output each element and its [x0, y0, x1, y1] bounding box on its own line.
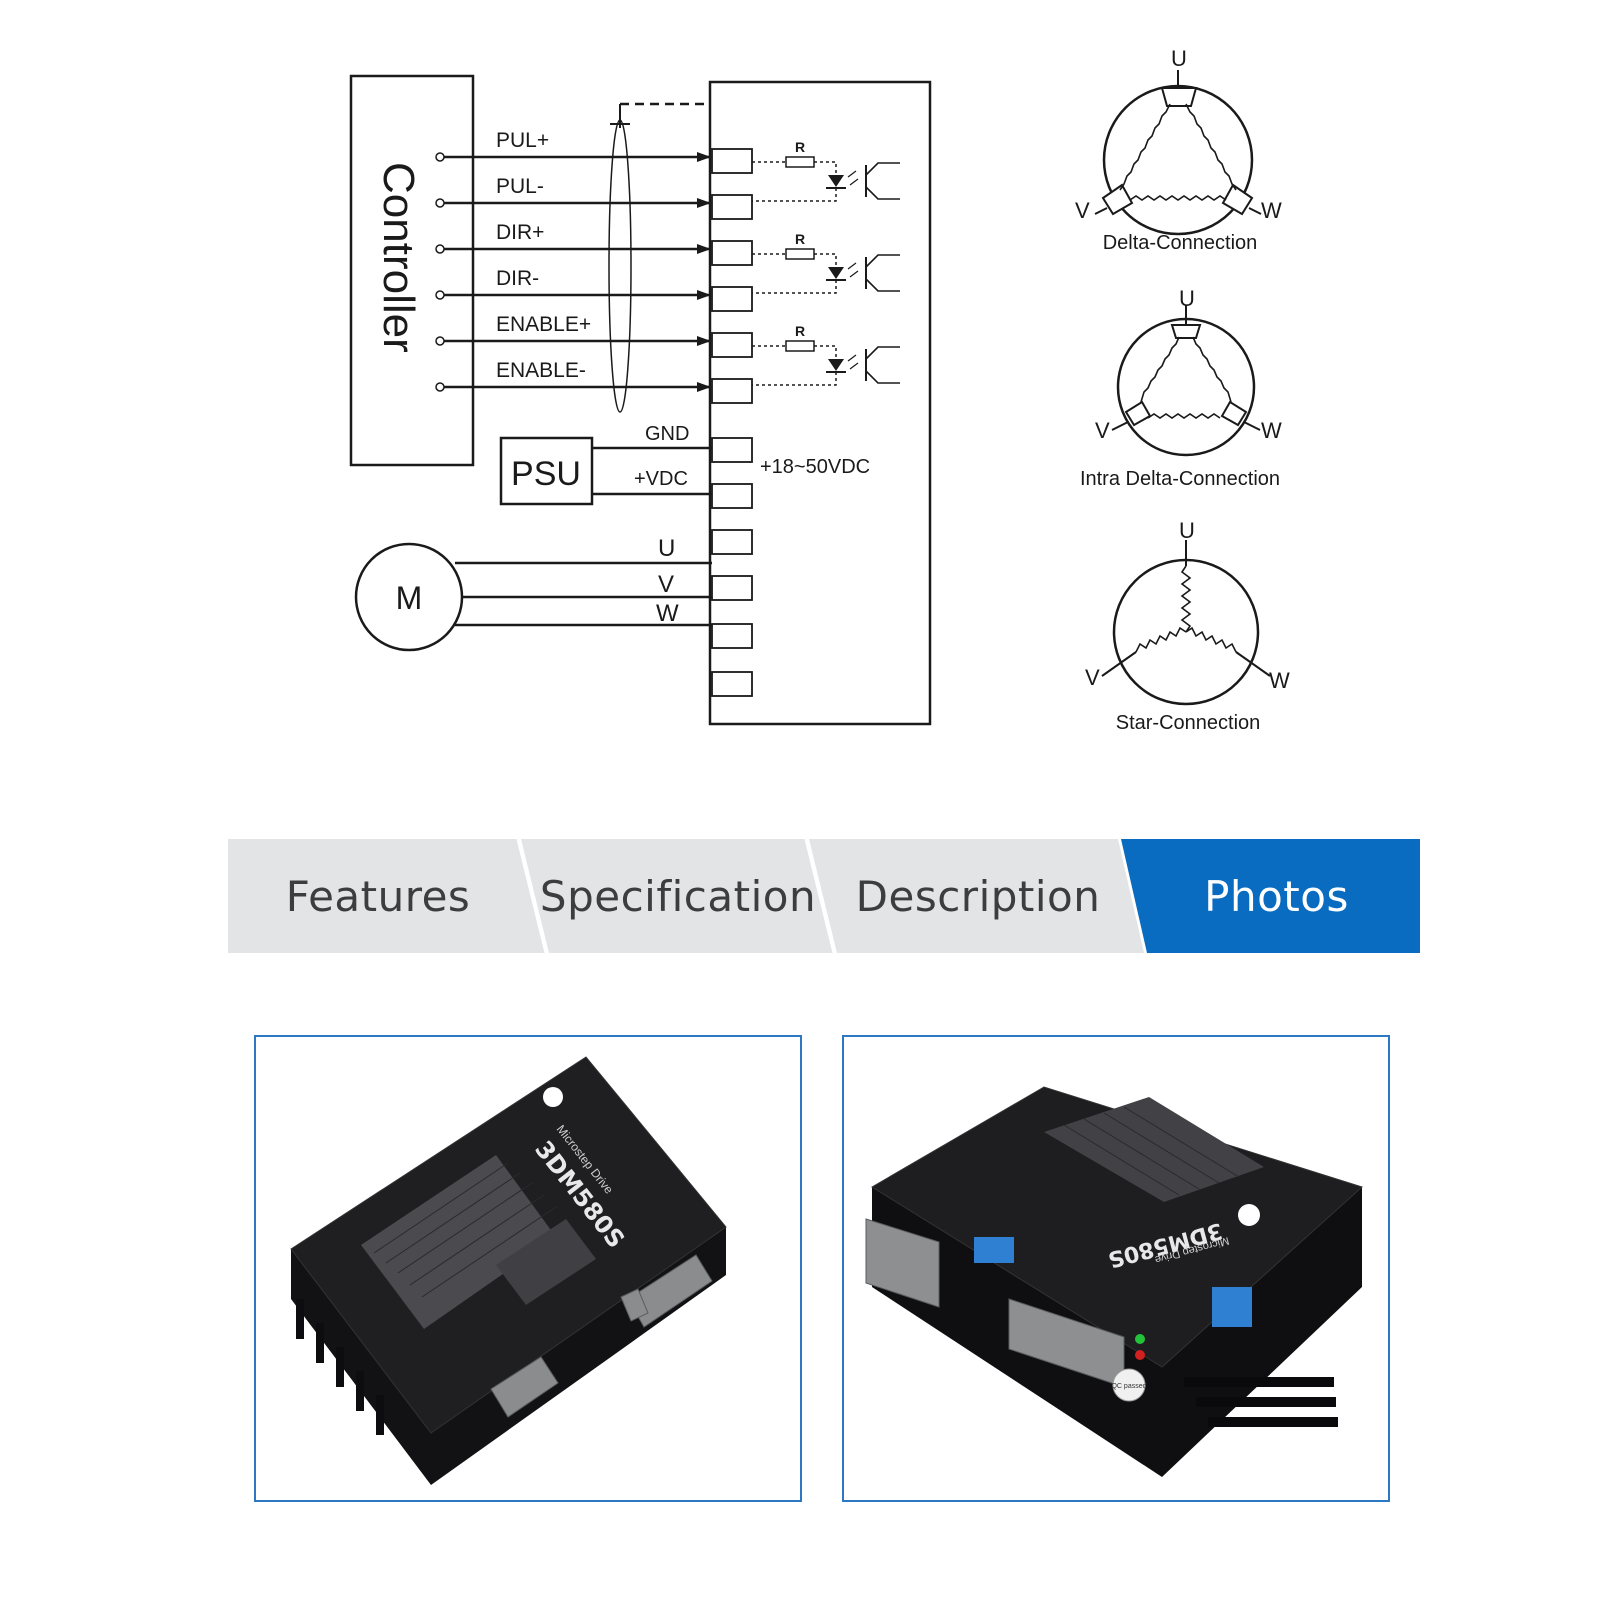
driver-terminal	[711, 437, 753, 463]
star-coil-w	[1185, 626, 1237, 653]
tab-description[interactable]: Description	[828, 839, 1128, 953]
intra-v-label: V	[1095, 418, 1110, 443]
signal-terminal-dot	[435, 152, 445, 162]
resistor-label: R	[795, 231, 805, 247]
tab-bar: Features Specification Description Photo…	[228, 839, 1420, 953]
led-icon	[828, 267, 844, 279]
star-coil-v	[1135, 626, 1187, 653]
tab-photos-label: Photos	[1204, 871, 1349, 921]
psu-voltage-range: +18~50VDC	[760, 456, 870, 478]
tab-bg-specification	[521, 839, 834, 953]
driver-terminal	[711, 286, 753, 312]
tab-bar-background	[228, 839, 1420, 953]
tab-specification-label: Specification	[539, 871, 817, 921]
driver-terminal	[711, 194, 753, 220]
intra-coil-bottom	[1147, 413, 1221, 419]
delta-u-label: U	[1171, 46, 1187, 71]
delta-coil-right	[1185, 103, 1237, 191]
photo-2-badge: QC passed	[1111, 1383, 1146, 1390]
signal-label: DIR-	[496, 267, 539, 290]
driver-terminal	[711, 148, 753, 174]
signal-label: PUL+	[496, 129, 549, 152]
resistor	[785, 248, 815, 260]
signal-label: ENABLE-	[496, 359, 586, 382]
controller-title: Controller	[374, 162, 423, 353]
delta-v-label: V	[1075, 198, 1090, 223]
star-u-label: U	[1179, 518, 1195, 543]
led-icon	[828, 175, 844, 187]
motor-phase-v: V	[658, 571, 674, 598]
optocoupler: R	[752, 323, 900, 386]
delta-connection-diagram	[1094, 70, 1262, 236]
delta-coil-left	[1119, 103, 1171, 191]
star-v-label: V	[1085, 665, 1100, 690]
tab-features[interactable]: Features	[228, 839, 528, 953]
tab-specification[interactable]: Specification	[528, 839, 828, 953]
signal-lines: PUL+ PUL- DIR+ DIR- ENABLE+ ENABLE-	[435, 129, 711, 392]
psu-gnd-label: GND	[645, 423, 689, 445]
tab-features-label: Features	[285, 871, 471, 921]
tab-bg-photos	[1121, 839, 1420, 953]
resistor-label: R	[795, 139, 805, 155]
signal-label: ENABLE+	[496, 313, 591, 336]
signal-terminal-dot	[435, 244, 445, 254]
tab-description-label: Description	[855, 871, 1101, 921]
tab-photos[interactable]: Photos	[1133, 839, 1420, 953]
motor-label: M	[396, 580, 423, 616]
signal-terminal-dot	[435, 198, 445, 208]
product-photo-2[interactable]: 3DM580S Microstep Drive QC passed	[842, 1035, 1390, 1502]
shield-ellipse	[608, 119, 632, 413]
intra-coil-right	[1192, 336, 1232, 403]
intra-delta-connection-diagram	[1111, 305, 1261, 457]
motor-phase-w: W	[656, 600, 679, 627]
intra-connection-name: Intra Delta-Connection	[1080, 468, 1280, 490]
delta-w-label: W	[1261, 198, 1282, 223]
resistor	[785, 340, 815, 352]
signal-label: PUL-	[496, 175, 544, 198]
star-coil-u	[1180, 565, 1192, 633]
star-w-label: W	[1269, 668, 1290, 693]
intra-u-label: U	[1179, 286, 1195, 311]
signal-label: DIR+	[496, 221, 544, 244]
driver-terminal	[711, 575, 753, 601]
tab-bg-description	[809, 839, 1144, 953]
star-connection-name: Star-Connection	[1116, 712, 1261, 734]
product-photo-1[interactable]: 3DM580S Microstep Drive	[254, 1035, 802, 1502]
signal-terminal-dot	[435, 336, 445, 346]
driver-box	[708, 80, 932, 726]
delta-connection-name: Delta-Connection	[1103, 232, 1258, 254]
psu-box	[499, 436, 594, 506]
controller-box	[349, 74, 475, 467]
driver-image-2: 3DM580S Microstep Drive QC passed	[865, 1086, 1363, 1477]
resistor-label: R	[795, 323, 805, 339]
driver-terminal	[711, 332, 753, 358]
driver-terminal	[711, 671, 753, 697]
optocoupler: R	[752, 231, 900, 294]
delta-coil-bottom	[1129, 195, 1227, 201]
driver-terminal	[711, 240, 753, 266]
intra-coil-left	[1140, 336, 1180, 403]
motor-phase-u: U	[658, 535, 675, 562]
driver-terminals	[711, 148, 753, 697]
tab-bg-features	[228, 839, 546, 953]
intra-w-label: W	[1261, 418, 1282, 443]
star-connection-diagram	[1101, 540, 1271, 706]
driver-terminal	[711, 483, 753, 509]
driver-image-1: 3DM580S Microstep Drive	[290, 1056, 727, 1485]
driver-terminal	[711, 623, 753, 649]
signal-terminal-dot	[435, 382, 445, 392]
optocoupler: R	[752, 139, 900, 202]
optocoupler-circuits: R R R	[752, 139, 900, 386]
driver-terminal	[711, 529, 753, 555]
signal-terminal-dot	[435, 290, 445, 300]
psu-vdc-label: +VDC	[634, 468, 688, 490]
driver-terminal	[711, 378, 753, 404]
wiring-diagram: Controller PUL+ PUL- DIR+ DIR- ENABLE+ ENABLE…	[349, 46, 1290, 734]
led-icon	[828, 359, 844, 371]
resistor	[785, 156, 815, 168]
psu-title: PSU	[511, 455, 581, 493]
